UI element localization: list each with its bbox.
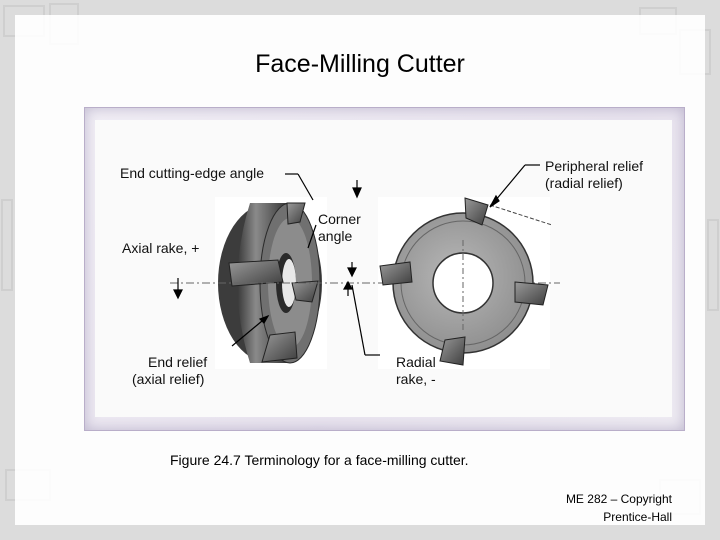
leader-lines [173,164,540,356]
copyright-credit: ME 282 – Copyright Prentice-Hall [566,490,672,526]
radial-relief-label: (radial relief) [545,175,623,191]
face-view-cutter [379,197,553,366]
end-relief-label: End relief [148,354,208,370]
radial-rake-label-line1: Radial [396,354,436,370]
figure-caption: Figure 24.7 Terminology for a face-milli… [170,452,469,468]
axial-rake-label: Axial rake, + [122,240,200,256]
end-cutting-edge-angle-label: End cutting-edge angle [120,165,264,181]
corner-angle-label-line1: Corner [318,211,361,227]
slide-title: Face-Milling Cutter [255,50,465,78]
side-view-cutter [170,202,560,364]
credit-line-1: ME 282 – Copyright [565,492,672,506]
corner-angle-label-line2: angle [318,228,353,244]
axial-relief-label: (axial relief) [132,371,205,387]
credit-line-2: Prentice-Hall [603,510,672,524]
peripheral-relief-label: Peripheral relief [545,158,644,174]
radial-rake-label-line2: rake, - [396,371,436,387]
